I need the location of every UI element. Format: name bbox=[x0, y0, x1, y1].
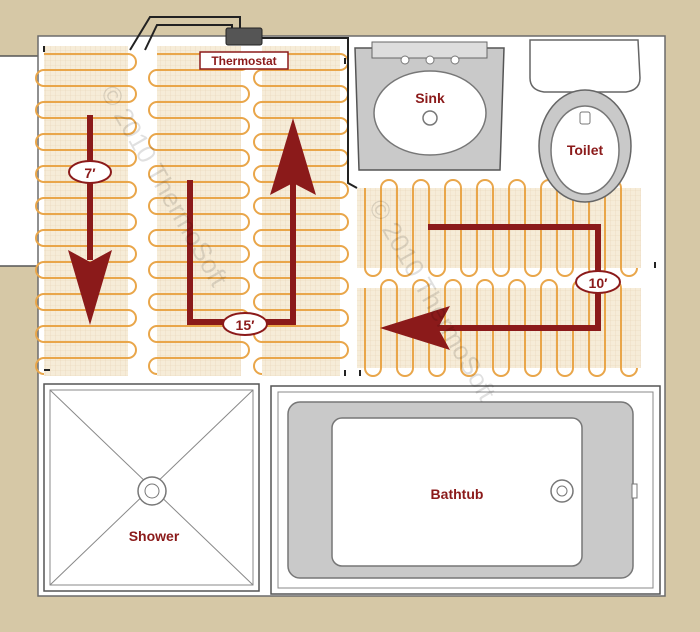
thermostat-label-box bbox=[199, 51, 289, 70]
bathtub-label: Bathtub bbox=[431, 486, 484, 502]
run-length-middle: 15′ bbox=[236, 317, 256, 333]
run-length-right: 10′ bbox=[589, 275, 609, 291]
run-length-badge-right bbox=[575, 270, 621, 294]
cable-loop bbox=[364, 179, 638, 277]
thermostat-label: Thermostat bbox=[211, 54, 276, 68]
cable-loop bbox=[35, 53, 137, 375]
thermostat-wiring bbox=[129, 16, 358, 189]
doorway bbox=[0, 56, 38, 266]
sink-label: Sink bbox=[415, 90, 445, 106]
run-length-badge-middle bbox=[222, 312, 268, 336]
arrow-left-head bbox=[68, 250, 112, 325]
shower-fixture bbox=[43, 383, 260, 592]
arrow-middle-head bbox=[270, 118, 316, 195]
run-length-badge-left bbox=[68, 160, 112, 184]
shower-label: Shower bbox=[129, 528, 180, 544]
toilet-fixture bbox=[529, 39, 641, 203]
toilet-label: Toilet bbox=[567, 142, 604, 158]
run-length-left: 7′ bbox=[84, 165, 96, 181]
cable-loop bbox=[253, 53, 349, 375]
sink-fixture bbox=[354, 41, 505, 171]
arrow-right-head bbox=[380, 306, 450, 350]
mat-boundary-marks bbox=[43, 46, 656, 376]
cable-loop bbox=[364, 279, 638, 377]
thermostat-device bbox=[225, 27, 263, 46]
bathtub-fixture bbox=[270, 385, 661, 595]
